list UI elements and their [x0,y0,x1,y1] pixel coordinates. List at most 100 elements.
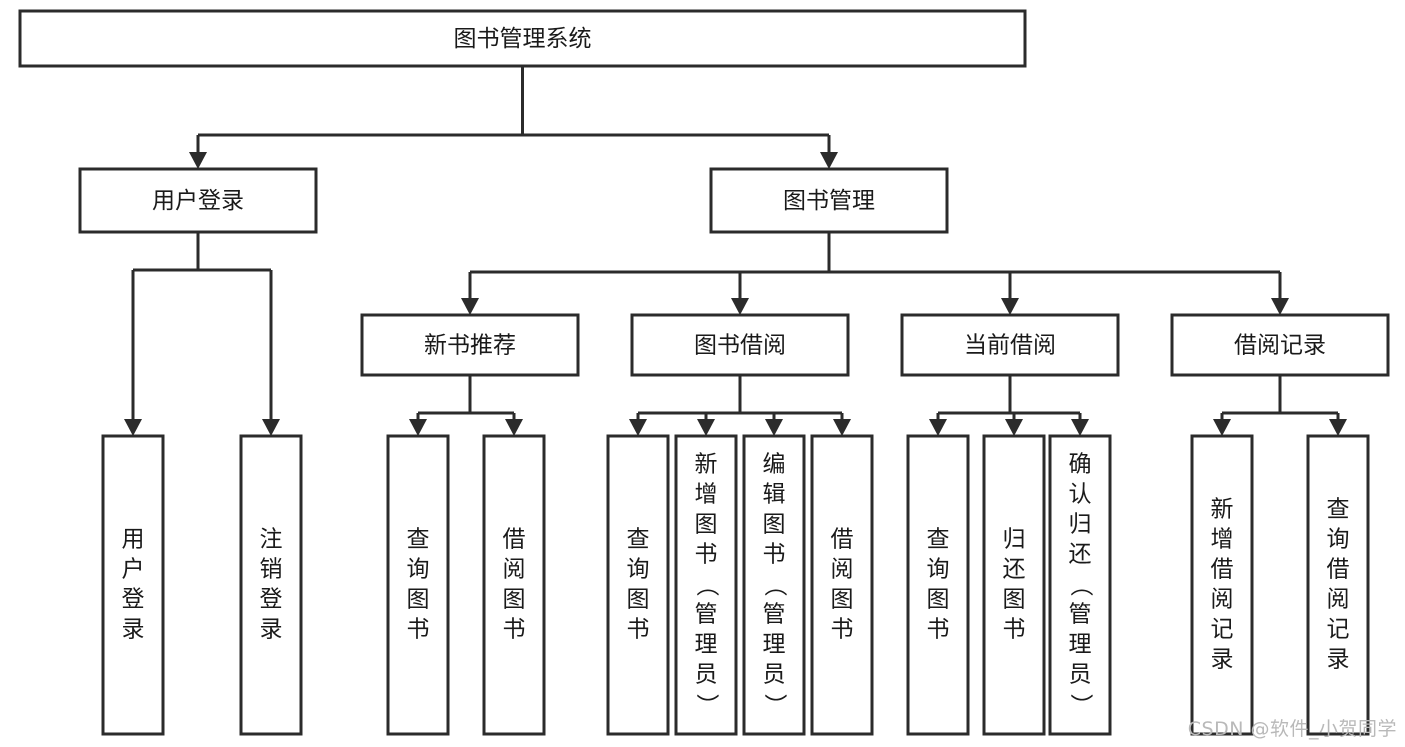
node-box-leaf-borrow-book-recommend[interactable] [482,434,546,736]
node-box-leaf-add-borrow-record[interactable] [1190,434,1254,736]
node-label-char: 理 [1069,632,1092,658]
node-label-char: 阅 [831,557,854,583]
node-label-char: 借 [503,527,526,553]
node-label-char: 注 [260,527,283,553]
node-box-leaf-return-book[interactable] [982,434,1046,736]
node-label-char: 编 [763,452,786,478]
node-label-char: 查 [1327,497,1350,523]
node-label-char: 归 [1003,527,1026,553]
node-label-char: 登 [260,587,283,613]
node-box-leaf-edit-book-admin[interactable] [742,434,806,736]
node-label-char: 书 [1003,617,1026,643]
connector-arrow-icon [409,419,427,436]
node-level3[interactable]: 新书推荐 [360,313,580,377]
connector-arrow-icon [1271,298,1289,315]
connector-arrow-icon [124,419,142,436]
node-label-char: 图 [1003,587,1026,613]
node-label-char: 录 [260,617,283,643]
node-label-char: （ [1068,574,1094,597]
node-label-char: 图 [695,512,718,538]
node-label-char: 阅 [1211,587,1234,613]
node-label-char: 书 [407,617,430,643]
node-label-char: （ [694,574,720,597]
node-label-char: 图 [831,587,854,613]
node-box-user-login[interactable] [78,167,318,234]
connector-arrow-icon [1329,419,1347,436]
node-label-char: 户 [122,557,145,583]
node-box-root[interactable] [18,9,1027,68]
node-box-borrow-records[interactable] [1170,313,1390,377]
node-box-leaf-query-book-recommend[interactable] [386,434,450,736]
node-level3[interactable]: 当前借阅 [900,313,1120,377]
node-root[interactable]: 图书管理系统 [18,9,1027,68]
nodes-layer: 图书管理系统用户登录图书管理新书推荐图书借阅当前借阅借阅记录用户登录注销登录查询… [18,9,1390,736]
node-label-char: 员 [695,662,718,688]
node-level2[interactable]: 图书管理 [709,167,949,234]
node-box-current-borrow[interactable] [900,313,1120,377]
node-label-char: 确 [1069,452,1092,478]
node-label-char: 录 [122,617,145,643]
node-label-new-book-recommend: 新书推荐 [424,333,516,359]
node-box-leaf-query-book-borrow[interactable] [606,434,670,736]
node-label-char: 图 [503,587,526,613]
node-box-leaf-query-book-current[interactable] [906,434,970,736]
node-label-char: 辑 [763,482,786,508]
node-box-new-book-recommend[interactable] [360,313,580,377]
node-label-char: 图 [763,512,786,538]
node-label-char: 销 [260,557,283,583]
connector-arrow-icon [833,419,851,436]
node-box-book-management[interactable] [709,167,949,234]
node-label-char: 阅 [1327,587,1350,613]
node-box-leaf-logout-login[interactable] [239,434,303,736]
watermark-label: CSDN @软件_小贺同学 [1187,718,1397,740]
node-leaf[interactable]: 用户登录 [101,434,165,736]
node-label-char: 用 [122,527,145,553]
node-label-current-borrow: 当前借阅 [964,333,1056,359]
node-label-char: 图 [627,587,650,613]
node-box-leaf-add-book-admin[interactable] [674,434,738,736]
node-box-leaf-borrow-book[interactable] [810,434,874,736]
node-label-char: 录 [1327,647,1350,673]
node-label-char: 书 [627,617,650,643]
node-box-leaf-query-borrow-record[interactable] [1306,434,1370,736]
connector-arrow-icon [1213,419,1231,436]
node-label-char: 新 [1211,497,1234,523]
node-label-char: 认 [1069,482,1092,508]
connector-arrow-icon [731,298,749,315]
node-label-char: 管 [763,602,786,628]
node-level3[interactable]: 借阅记录 [1170,313,1390,377]
connector-arrow-icon [820,152,838,169]
node-label-book-borrow: 图书借阅 [694,333,786,359]
node-box-book-borrow[interactable] [630,313,850,377]
connector-arrow-icon [765,419,783,436]
node-label-char: 还 [1069,542,1092,568]
node-label-char: ） [694,694,720,717]
connector-arrow-icon [189,152,207,169]
node-level3[interactable]: 图书借阅 [630,313,850,377]
node-level2[interactable]: 用户登录 [78,167,318,234]
node-label-char: 书 [695,542,718,568]
node-label-char: 图 [927,587,950,613]
node-box-leaf-user-login[interactable] [101,434,165,736]
node-label-char: 询 [927,557,950,583]
node-label-char: 员 [1069,662,1092,688]
node-box-leaf-confirm-return-admin[interactable] [1048,434,1112,736]
connector-arrow-icon [629,419,647,436]
node-label-char: 书 [831,617,854,643]
node-label-char: 员 [763,662,786,688]
node-label-char: 借 [1327,557,1350,583]
